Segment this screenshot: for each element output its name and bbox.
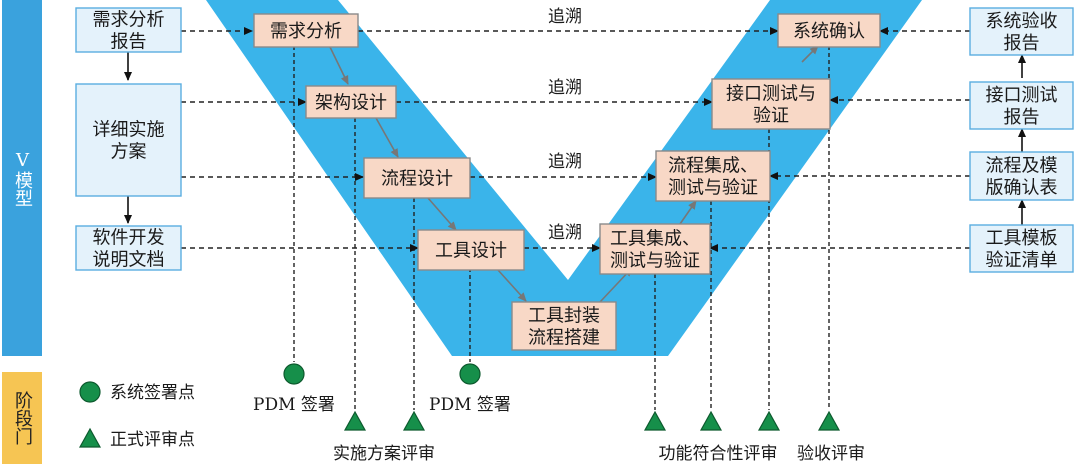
arch-design-box: 架构设计 xyxy=(305,85,397,119)
system-confirm-box: 系统确认 xyxy=(777,13,881,48)
legend-review-label: 正式评审点 xyxy=(110,430,195,450)
trace-label: 追溯 xyxy=(548,223,582,243)
review-point-marker xyxy=(817,410,841,431)
flow-template-confirm-line: 流程及模 xyxy=(986,156,1058,177)
dev-doc-line: 软件开发 xyxy=(93,228,165,249)
acceptance-report-line: 报告 xyxy=(1004,33,1040,54)
interface-test-line: 接口测试与 xyxy=(726,84,816,105)
req-analysis-box: 需求分析 xyxy=(253,13,359,48)
trace-label: 追溯 xyxy=(548,78,582,98)
legend-signoff-label: 系统签署点 xyxy=(110,383,195,403)
tool-template-list-line: 工具模板 xyxy=(986,228,1058,249)
tool-integration-line: 工具集成、 xyxy=(610,229,700,250)
review-point-marker xyxy=(757,410,781,431)
signoff-point-marker xyxy=(283,363,305,385)
legend-signoff-marker xyxy=(79,381,101,403)
tool-template-list-line: 验证清单 xyxy=(986,250,1058,271)
tool-design-box: 工具设计 xyxy=(417,229,525,271)
tool-design-line: 工具设计 xyxy=(435,241,507,262)
tool-integration-box: 工具集成、测试与验证 xyxy=(599,223,711,275)
review-point-marker xyxy=(402,410,426,431)
flow-design-box: 流程设计 xyxy=(363,157,471,199)
trace-label: 追溯 xyxy=(548,7,582,27)
interface-report-line: 报告 xyxy=(1004,107,1040,128)
right-trace-arrows xyxy=(709,27,970,252)
flow-integration-line: 测试与验证 xyxy=(668,178,758,199)
acceptance-review-label: 验收评审 xyxy=(797,444,865,464)
stage-gate-label: 阶段门 xyxy=(2,372,42,464)
interface-report-line: 接口测试 xyxy=(986,85,1058,106)
flow-integration-box: 流程集成、测试与验证 xyxy=(655,150,771,202)
pdm-signoff-label: PDM 签署 xyxy=(429,395,511,415)
tool-packaging-line: 工具封装 xyxy=(528,306,600,327)
tool-packaging-line: 流程搭建 xyxy=(528,328,600,349)
plan-review-label: 实施方案评审 xyxy=(333,444,435,464)
function-review-label: 功能符合性评审 xyxy=(659,444,778,464)
detail-plan-line: 详细实施 xyxy=(93,120,165,141)
flow-template-confirm-line: 版确认表 xyxy=(986,178,1058,199)
req-report-line: 报告 xyxy=(111,32,147,53)
legend-review-marker xyxy=(78,427,102,448)
req-report-line: 需求分析 xyxy=(93,10,165,31)
signoff-point-marker xyxy=(459,363,481,385)
trace-label: 追溯 xyxy=(548,152,582,172)
milestone-drop-lines xyxy=(293,46,830,410)
dev-doc-line: 说明文档 xyxy=(93,250,165,271)
detail-plan-line: 方案 xyxy=(111,142,147,163)
pdm-signoff-label: PDM 签署 xyxy=(253,395,335,415)
tool-integration-line: 测试与验证 xyxy=(610,251,700,272)
review-point-marker xyxy=(643,410,667,431)
interface-test-line: 验证 xyxy=(753,106,789,127)
trace-arrows xyxy=(350,27,779,252)
arch-design-line: 架构设计 xyxy=(315,93,387,114)
flow-integration-line: 流程集成、 xyxy=(668,156,758,177)
system-confirm-line: 系统确认 xyxy=(793,21,865,42)
review-point-marker xyxy=(343,410,367,431)
v-model-label: V模型 xyxy=(2,0,42,356)
flow-design-line: 流程设计 xyxy=(381,169,453,190)
acceptance-report-line: 系统验收 xyxy=(986,11,1058,32)
left-trace-arrows xyxy=(181,27,419,252)
doc-flow-arrows xyxy=(124,52,1026,225)
review-point-marker xyxy=(699,410,723,431)
req-analysis-line: 需求分析 xyxy=(270,21,342,42)
